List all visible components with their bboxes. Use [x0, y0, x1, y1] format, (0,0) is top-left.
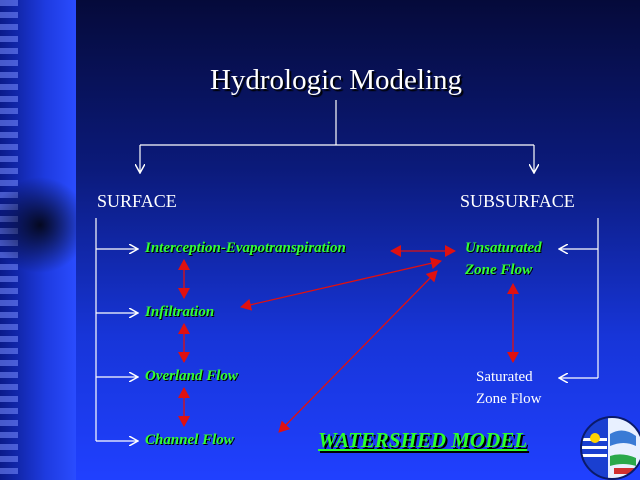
- infiltration-label: Infiltration: [145, 304, 215, 320]
- subsurface-bracket: [560, 218, 599, 378]
- subsurface-heading: SUBSURFACE: [460, 191, 575, 211]
- title-branch-lines: [140, 100, 534, 172]
- slide-title: Hydrologic Modeling: [209, 64, 463, 96]
- arrow-channel-unsaturated: [278, 270, 438, 433]
- surface-heading: SURFACE: [97, 191, 177, 211]
- overland-flow-label: Overland Flow: [145, 368, 238, 384]
- decorative-side-strip: [0, 0, 76, 480]
- globe-logo-icon: [580, 416, 640, 480]
- interception-evapotranspiration-label: Interception-Evapotranspiration: [145, 240, 346, 256]
- interaction-arrows: [178, 245, 519, 433]
- saturated-zone-flow-label: Zone Flow: [476, 391, 542, 407]
- arrow-infiltration-unsaturated: [240, 257, 442, 311]
- unsaturated-zone-flow-label: Zone Flow: [465, 262, 533, 278]
- watershed-model-label: WATERSHED MODEL: [318, 428, 528, 452]
- saturated-label: Saturated: [476, 369, 533, 385]
- channel-flow-label: Channel Flow: [145, 432, 234, 448]
- unsaturated-label: Unsaturated: [465, 240, 542, 256]
- surface-bracket: [95, 218, 137, 441]
